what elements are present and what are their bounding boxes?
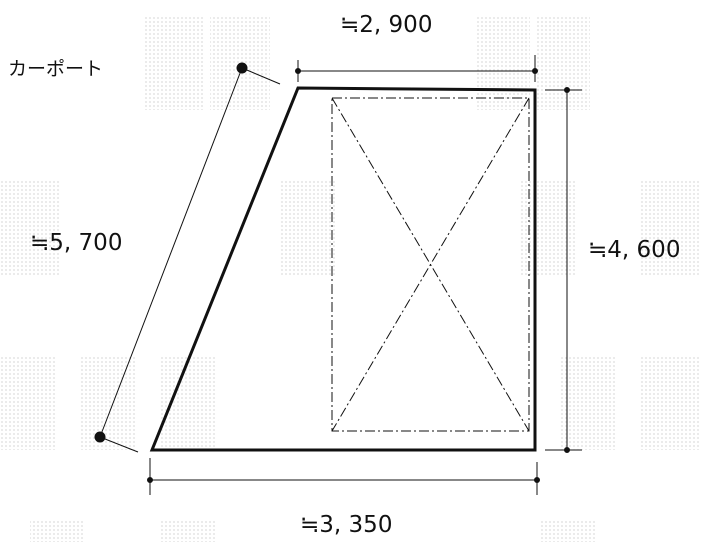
- parking-space: [331, 97, 530, 432]
- left-dimension-label: ≒5, 700: [30, 230, 122, 256]
- top-dimension: [295, 55, 538, 82]
- right-dimension-label: ≒4, 600: [588, 237, 680, 263]
- top-dimension-label: ≒2, 900: [340, 12, 432, 38]
- right-dimension: [545, 87, 582, 453]
- bottom-dimension-label: ≒3, 350: [300, 512, 392, 538]
- parking-space-rect: [331, 97, 530, 432]
- watermark-pattern: [0, 15, 701, 542]
- slanted-dim-end-bottom: [94, 431, 106, 443]
- carport-outline: [149, 86, 537, 452]
- slanted-dimension: [94, 62, 281, 453]
- slanted-dim-end-top: [236, 62, 248, 74]
- parking-diagonal-2: [331, 97, 530, 432]
- bottom-dimension: [147, 458, 540, 495]
- carport-title: カーポート: [8, 58, 103, 80]
